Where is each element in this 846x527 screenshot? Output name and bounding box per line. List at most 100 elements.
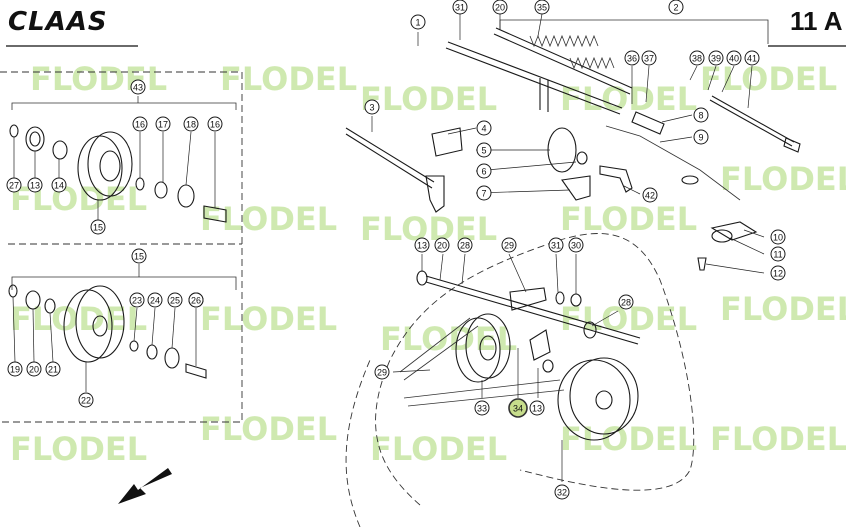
drive-belt-path <box>375 233 695 506</box>
callout-label: 34 <box>513 404 523 414</box>
callout-label: 16 <box>210 120 220 130</box>
callout-21: 21 <box>45 361 61 377</box>
pulley-20-rim <box>569 357 639 435</box>
spring-37 <box>529 34 599 48</box>
leader-line <box>555 253 559 293</box>
bearing-15-inner <box>29 131 41 147</box>
callout-label: 31 <box>455 3 465 13</box>
callout-2: 2 <box>668 0 684 15</box>
watermark: FLODEL <box>720 290 846 328</box>
washer-28b <box>555 291 565 305</box>
watermark: FLODEL <box>720 160 846 198</box>
callout-circle <box>693 129 709 145</box>
callout-label: 13 <box>532 404 542 414</box>
leader-line <box>475 189 571 194</box>
elbow-27 <box>599 165 633 193</box>
callout-label: 36 <box>627 54 637 64</box>
callout-label: 15 <box>134 252 144 262</box>
callout-circle <box>374 364 390 380</box>
callout-circle <box>501 237 517 253</box>
pulley-17-hub <box>99 150 121 182</box>
callout-circle <box>693 107 709 123</box>
callout-circle <box>434 237 450 253</box>
bolt-12 <box>697 257 707 271</box>
callout-11: 11 <box>770 246 786 262</box>
callout-label: 11 <box>773 250 782 260</box>
leader-line <box>461 253 466 285</box>
callout-4: 4 <box>476 120 492 136</box>
leader-line <box>171 307 176 349</box>
callout-16: 16 <box>132 116 148 132</box>
bolt-19 <box>203 205 227 223</box>
callout-label: 37 <box>644 54 654 64</box>
rod-3 <box>345 127 435 189</box>
callout-label: 43 <box>133 83 143 93</box>
group-bracket <box>11 276 237 290</box>
callout-label: 9 <box>698 133 703 143</box>
callout-41: 41 <box>744 50 760 66</box>
group-bracket <box>11 102 237 110</box>
bushing-31 <box>542 359 554 373</box>
callout-label: 5 <box>481 146 486 156</box>
callout-label: 32 <box>557 488 567 498</box>
callout-circle <box>476 185 492 201</box>
callout-label: 13 <box>30 181 40 191</box>
part-6 <box>576 151 588 165</box>
callout-circle <box>130 79 146 95</box>
callout-label: 17 <box>158 120 168 130</box>
callout-7: 7 <box>476 185 492 201</box>
callout-circle <box>452 0 468 15</box>
callout-label: 31 <box>551 241 561 251</box>
callout-circle <box>744 50 760 66</box>
cable-eye <box>681 175 699 185</box>
callout-label: 7 <box>481 189 486 199</box>
callout-circle <box>27 177 43 193</box>
part-33 <box>583 321 597 339</box>
pulley-24-hub <box>92 315 108 337</box>
detail-panel-border <box>0 71 243 423</box>
leader-line <box>661 114 693 123</box>
bearing-15 <box>25 126 45 152</box>
callout-circle <box>78 392 94 408</box>
leader-line <box>12 296 16 363</box>
knob-11 <box>711 229 733 243</box>
callout-label: 35 <box>537 3 547 13</box>
watermark-layer: FLODEL FLODEL FLODEL FLODEL FLODEL FLODE… <box>10 60 846 468</box>
callout-circle <box>90 219 106 235</box>
bracket-32 <box>529 329 551 361</box>
callout-13: 13 <box>414 237 430 253</box>
leader-line <box>591 310 619 327</box>
callout-label: 12 <box>773 269 783 279</box>
callout-31: 31 <box>452 0 468 15</box>
callout-circle <box>183 116 199 132</box>
page-code: 11 A <box>790 6 843 36</box>
callout-label: 16 <box>135 120 145 130</box>
callout-label: 33 <box>477 404 487 414</box>
callout-circle <box>45 361 61 377</box>
callout-28: 28 <box>618 294 634 310</box>
callout-label: 15 <box>93 223 103 233</box>
callout-13: 13 <box>27 177 43 193</box>
callout-15: 15 <box>90 219 106 235</box>
callout-circle <box>668 0 684 15</box>
washer-28 <box>416 270 428 286</box>
callout-label: 1 <box>415 18 420 28</box>
leader-line <box>133 307 138 342</box>
callout-circle <box>708 50 724 66</box>
callout-label: 30 <box>571 241 581 251</box>
callout-circle <box>492 0 508 15</box>
callout-circle <box>410 14 426 30</box>
callout-20: 20 <box>434 237 450 253</box>
callout-20: 20 <box>26 361 42 377</box>
callout-37: 37 <box>641 50 657 66</box>
leader-line <box>689 65 698 81</box>
leader-line <box>439 253 444 281</box>
callout-1: 1 <box>410 14 426 30</box>
callout-circle <box>568 237 584 253</box>
callout-circle <box>642 187 658 203</box>
watermark: FLODEL <box>30 60 167 98</box>
pulley-assembly-13 <box>9 96 237 223</box>
callout-33: 33 <box>474 400 490 416</box>
leader-line <box>185 131 192 186</box>
callout-circle <box>364 99 380 115</box>
